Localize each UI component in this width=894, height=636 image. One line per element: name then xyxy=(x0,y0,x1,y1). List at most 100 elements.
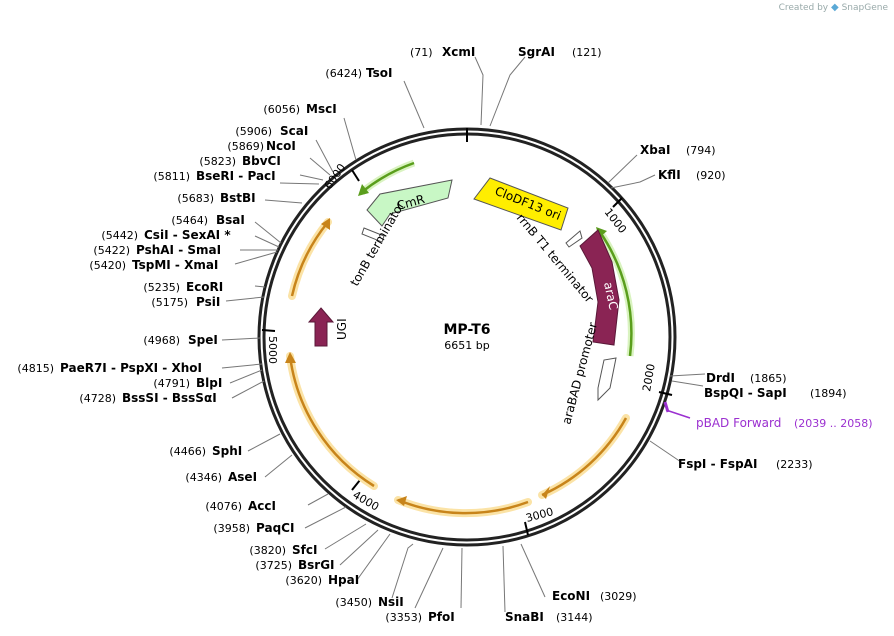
leader-xhoi xyxy=(221,363,263,369)
tick-label-2000: 2000 xyxy=(640,363,658,393)
enzyme-bsai[interactable]: (5464) BsaI xyxy=(171,213,244,227)
feature-cmr[interactable]: CmR xyxy=(366,179,453,227)
enzyme-pos: (5906) xyxy=(235,125,272,138)
enzyme-name: ScaI xyxy=(280,124,308,138)
enzyme-pshai-smai[interactable]: (5422) PshAI - SmaI xyxy=(93,243,221,257)
enzyme-scai[interactable]: (5906) ScaI xyxy=(235,124,308,138)
enzyme-name: PsiI xyxy=(196,295,220,309)
enzyme-bsrgi[interactable]: (3725) BsrGI xyxy=(255,558,334,572)
enzyme-nsii[interactable]: (3450) NsiI xyxy=(335,595,403,609)
arac-label: araC xyxy=(601,281,621,311)
enzyme-kfli[interactable]: KflI (920) xyxy=(658,168,726,182)
ugi-label: UGI xyxy=(335,318,349,340)
enzyme-pos: (3725) xyxy=(255,559,292,572)
feature-arac[interactable]: araC xyxy=(579,229,621,346)
leader-bsai xyxy=(254,221,282,244)
leader-bstbi xyxy=(264,199,303,204)
enzyme-pos: (5464) xyxy=(171,214,208,227)
enzyme-pos: (3029) xyxy=(600,590,637,603)
enzyme-fspi-fspai[interactable]: FspI - FspAI (2233) xyxy=(678,457,813,471)
tick-mark-2000 xyxy=(658,391,673,396)
tick-mark-1000 xyxy=(612,197,623,208)
pbad-forward-leader xyxy=(665,409,691,419)
enzyme-asei[interactable]: (4346) AseI xyxy=(185,470,257,484)
enzyme-xcmi[interactable]: (71) XcmI xyxy=(410,45,475,59)
enzyme-name: AseI xyxy=(228,470,257,484)
orf-arrow-1 xyxy=(542,486,550,499)
primer-pbad-forward[interactable]: pBAD Forward (2039 .. 2058) xyxy=(696,416,873,430)
enzyme-leader-lines xyxy=(221,56,706,613)
enzyme-name: SnaBI xyxy=(505,610,544,624)
enzyme-drdi[interactable]: DrdI (1865) xyxy=(706,371,787,385)
enzyme-bbvci[interactable]: (5823) BbvCI xyxy=(199,154,280,168)
enzyme-name: SphI xyxy=(212,444,242,458)
enzyme-acci[interactable]: (4076) AccI xyxy=(205,499,276,513)
snapgene-logo-icon: ◆ xyxy=(831,2,839,13)
feature-ugi[interactable]: UGI xyxy=(307,307,349,347)
tonb-terminator-arrow xyxy=(361,227,385,243)
enzyme-csii-sexai[interactable]: (5442) CsiI - SexAI * xyxy=(101,228,231,242)
leader-xcmi xyxy=(474,56,484,126)
created-by-text: Created by xyxy=(778,3,829,13)
enzyme-name: NsiI xyxy=(378,595,404,609)
enzyme-bspqi-sapi[interactable]: BspQI - SapI (1894) xyxy=(704,386,847,400)
orf-arc-2 xyxy=(397,498,529,515)
leader-bseri xyxy=(279,182,320,185)
enzyme-ecori[interactable]: (5235) EcoRI xyxy=(143,280,223,294)
enzyme-hpai[interactable]: (3620) HpaI xyxy=(285,573,359,587)
enzyme-pos: (3620) xyxy=(285,574,322,587)
leader-bspqi xyxy=(671,380,704,387)
leader-hpai xyxy=(356,533,391,581)
enzyme-pos: (1865) xyxy=(750,372,787,385)
primer-range: (2039 .. 2058) xyxy=(794,417,873,430)
enzyme-sphi[interactable]: (4466) SphI xyxy=(169,444,242,458)
enzyme-xbai[interactable]: XbaI (794) xyxy=(640,143,716,157)
enzyme-pos: (5823) xyxy=(199,155,236,168)
enzyme-sgrai[interactable]: SgrAI (121) xyxy=(518,45,602,59)
leader-econi xyxy=(520,543,546,598)
enzyme-ncoi[interactable]: (5869) NcoI xyxy=(227,139,295,153)
enzyme-spei[interactable]: (4968) SpeI xyxy=(143,333,217,347)
leader-drdi xyxy=(669,373,706,377)
enzyme-name: XbaI xyxy=(640,143,670,157)
enzyme-name: NcoI xyxy=(266,139,296,153)
enzyme-tsoi[interactable]: (6424) TsoI xyxy=(325,66,392,80)
enzyme-pos: (5811) xyxy=(153,170,190,183)
enzyme-bseri-paci[interactable]: (5811) BseRI - PacI xyxy=(153,169,275,183)
plasmid-name: MP-T6 xyxy=(444,322,491,338)
orf-arrow-2 xyxy=(396,496,407,506)
enzyme-pos: (121) xyxy=(572,46,602,59)
enzyme-bstbi[interactable]: (5683) BstBI xyxy=(177,191,255,205)
enzyme-sfci[interactable]: (3820) SfcI xyxy=(249,543,317,557)
enzyme-msci[interactable]: (6056) MscI xyxy=(263,102,336,116)
leader-snabi xyxy=(502,545,506,613)
leader-fspi xyxy=(649,440,682,463)
plasmid-length: 6651 bp xyxy=(444,339,489,352)
orf-arc-1 xyxy=(541,417,628,497)
tick-mark-4000 xyxy=(351,479,361,491)
arabad-promoter-label: araBAD promoter xyxy=(559,321,600,426)
enzyme-pos: (4815) xyxy=(17,362,54,375)
tick-mark-3000 xyxy=(524,521,529,536)
enzyme-paqci[interactable]: (3958) PaqCI xyxy=(213,521,294,535)
tick-mark-5000 xyxy=(261,329,276,332)
leader-asei xyxy=(264,454,293,478)
enzyme-pos: (5235) xyxy=(143,281,180,294)
enzyme-pos: (5420) xyxy=(89,259,126,272)
orf-arc-4-glow xyxy=(288,218,332,300)
leader-xbai xyxy=(607,154,638,184)
leader-spei xyxy=(221,337,261,341)
enzyme-name: BlpI xyxy=(196,376,222,390)
enzyme-name: BseRI - PacI xyxy=(196,169,276,183)
enzyme-blpi[interactable]: (4791) BlpI xyxy=(153,376,222,390)
tick-label-4000: 4000 xyxy=(351,488,382,513)
enzyme-pos: (5422) xyxy=(93,244,130,257)
enzyme-psii[interactable]: (5175) PsiI xyxy=(151,295,220,309)
enzyme-econi[interactable]: EcoNI (3029) xyxy=(552,589,637,603)
enzyme-snabi[interactable]: SnaBI (3144) xyxy=(505,610,593,624)
enzyme-pfoi[interactable]: (3353) PfoI xyxy=(385,610,454,624)
enzyme-paer7i-pspxi-xhoi[interactable]: (4815) PaeR7I - PspXI - XhoI xyxy=(17,361,202,375)
enzyme-bsssi[interactable]: (4728) BssSI - BssSαI xyxy=(79,391,216,405)
enzyme-tspmi-xmai[interactable]: (5420) TspMI - XmaI xyxy=(89,258,218,272)
